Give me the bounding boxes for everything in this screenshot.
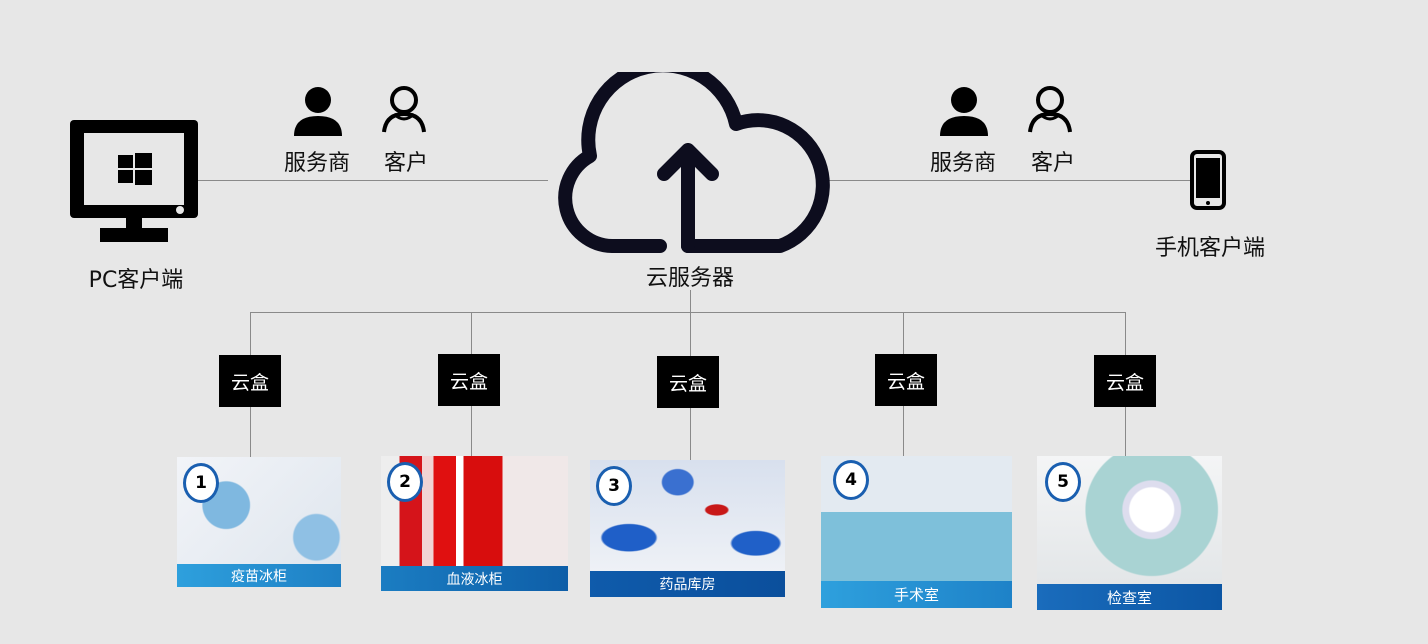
site-label: 血液冰柜 <box>381 566 568 591</box>
right-customer-label: 客户 <box>1030 151 1076 176</box>
cloud-server-label: 云服务器 <box>645 266 735 291</box>
cloud-upload-icon <box>558 72 830 253</box>
pc-cloud-line <box>198 180 548 181</box>
site-card-examination-room: 5 检查室 <box>1037 456 1222 610</box>
cloud-box: 云盒 <box>875 354 937 406</box>
site-number-badge: 2 <box>387 462 423 502</box>
provider-person-icon <box>940 87 988 136</box>
cloud-trunk-line <box>690 290 691 312</box>
provider-person-icon <box>294 87 342 136</box>
site-label: 手术室 <box>821 581 1012 608</box>
cloud-box: 云盒 <box>1094 355 1156 407</box>
site-card-pharmacy-storage: 3 药品库房 <box>590 460 785 597</box>
site-number-badge: 3 <box>596 466 632 506</box>
cloud-mobile-line <box>828 180 1190 181</box>
site-number-badge: 4 <box>833 460 869 500</box>
right-provider-label: 服务商 <box>929 151 997 176</box>
cloud-box: 云盒 <box>657 356 719 408</box>
mobile-client-label: 手机客户端 <box>1154 236 1266 261</box>
left-customer-label: 客户 <box>383 151 429 176</box>
cloud-box: 云盒 <box>438 354 500 406</box>
tree-horizontal-line <box>250 312 1125 313</box>
pc-client-label: PC客户端 <box>88 268 184 293</box>
mobile-phone-icon <box>1190 150 1226 210</box>
cloud-box: 云盒 <box>219 355 281 407</box>
site-number-badge: 5 <box>1045 462 1081 502</box>
pc-monitor-icon <box>70 120 198 242</box>
customer-person-icon <box>1028 86 1072 133</box>
site-card-vaccine-fridge: 1 疫苗冰柜 <box>177 457 341 587</box>
site-label: 疫苗冰柜 <box>177 564 341 587</box>
site-card-blood-fridge: 2 血液冰柜 <box>381 456 568 591</box>
site-label: 检查室 <box>1037 584 1222 610</box>
site-label: 药品库房 <box>590 571 785 597</box>
site-card-operating-room: 4 手术室 <box>821 456 1012 608</box>
customer-person-icon <box>382 86 426 133</box>
left-provider-label: 服务商 <box>283 151 351 176</box>
site-number-badge: 1 <box>183 463 219 503</box>
